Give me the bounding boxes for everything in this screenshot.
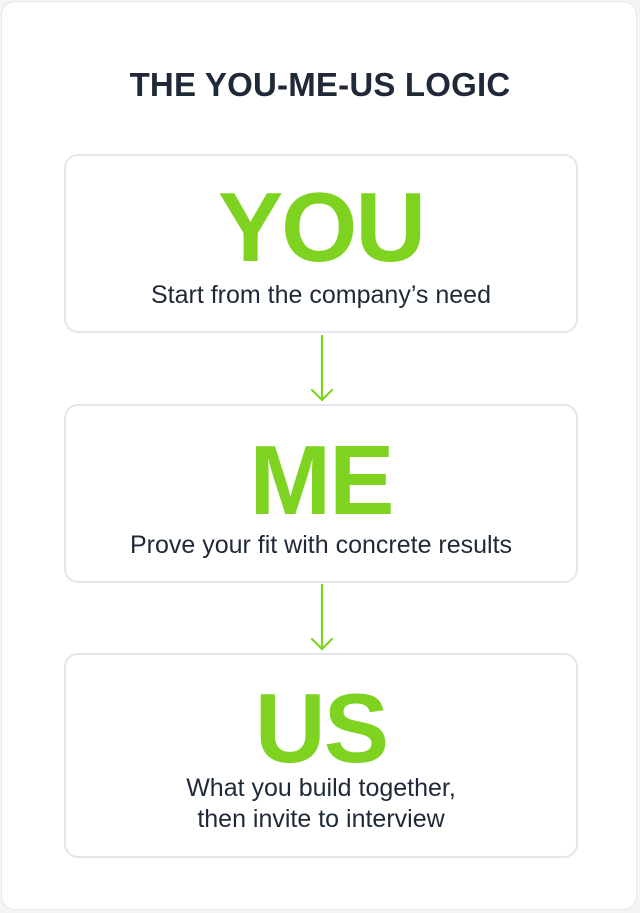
step-description-line: Prove your fit with concrete results	[129, 531, 513, 559]
diagram-title: THE YOU-ME-US LOGIC	[129, 66, 511, 103]
step-description-line: What you build together,	[186, 774, 456, 802]
step-box-us: US What you build together, then invite …	[64, 653, 578, 858]
step-heading-us: US	[254, 673, 389, 783]
step-description-me: Prove your fit with concrete results	[66, 530, 576, 561]
step-description-line: Start from the company’s need	[151, 281, 491, 309]
step-description-line: then invite to interview	[197, 805, 445, 834]
step-heading-me: ME	[249, 425, 395, 535]
step-box-you: YOU Start from the company’s need	[64, 154, 578, 333]
down-arrow-icon	[310, 583, 334, 651]
down-arrow-icon	[310, 334, 334, 402]
step-heading-you: YOU	[217, 172, 426, 282]
step-description-us: What you build together, then invite to …	[66, 773, 576, 836]
step-description-you: Start from the company’s need	[66, 280, 576, 311]
step-box-me: ME Prove your fit with concrete results	[64, 404, 578, 583]
